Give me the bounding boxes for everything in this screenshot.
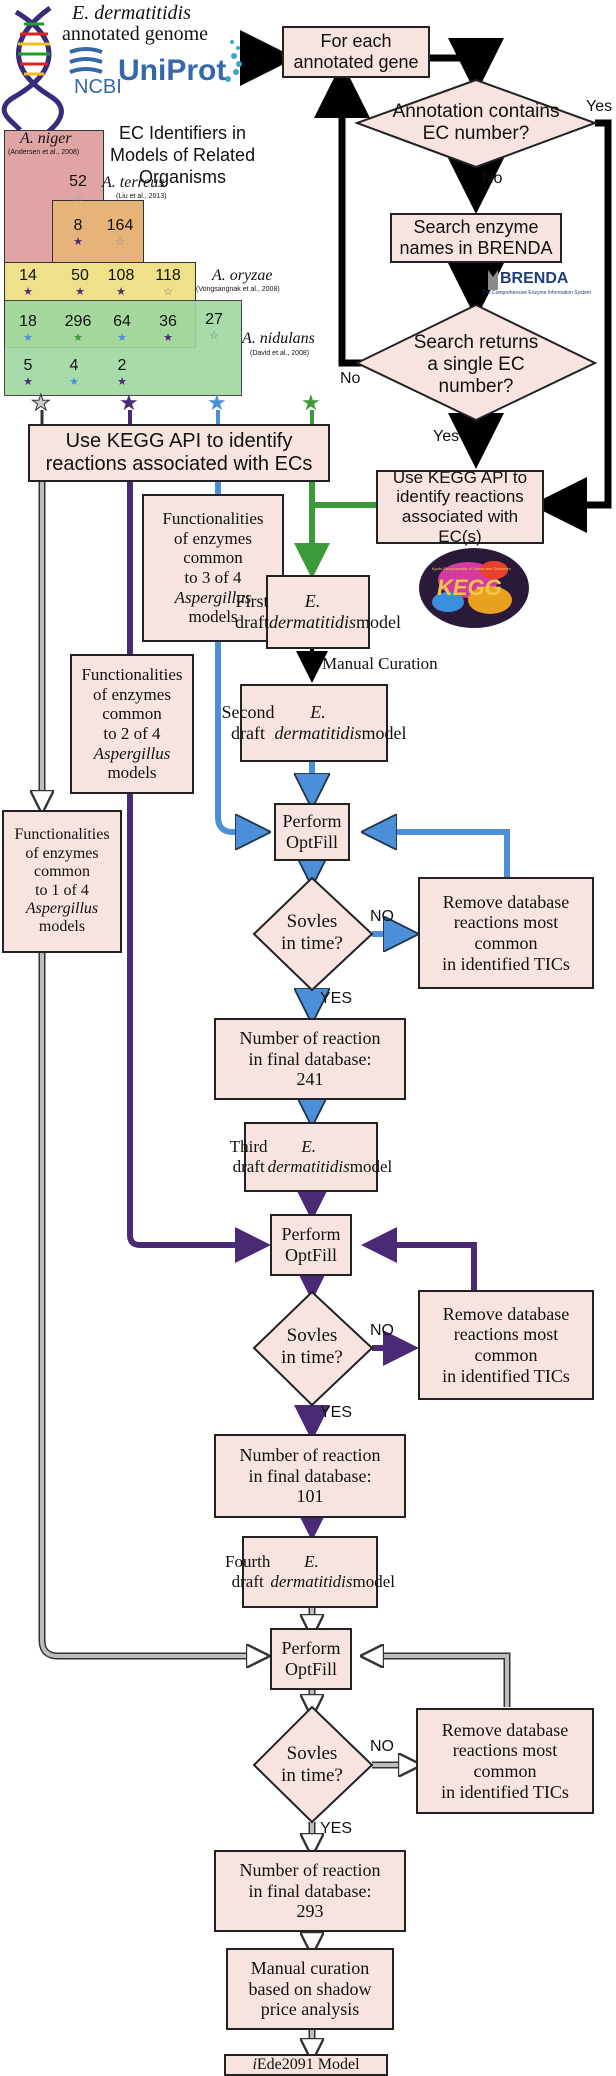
cite-terreus: (Liu et al., 2013) [116, 193, 167, 200]
perform-optfill-1: Perform OptFill [274, 803, 350, 861]
remove-reactions-box-1: Remove database reactions most common in… [418, 877, 594, 989]
yes-label: YES [320, 990, 353, 1007]
species-nidulans: A. nidulans [242, 330, 315, 347]
perform-optfill-2: Perform OptFill [270, 1214, 352, 1276]
brenda-logo: BRENDA [500, 270, 569, 287]
final-database-293-box: Number of reaction in final database: 29… [214, 1850, 406, 1932]
annotation-ec-decision: Annotation contains EC number? [392, 101, 560, 144]
shadow-price-curation-box: Manual curation based on shadow price an… [226, 1948, 394, 2030]
remove-reactions-box-2: Remove database reactions most common in… [418, 1290, 594, 1400]
venn-cell: 108★ [107, 267, 135, 298]
venn-cell: 52☆ [69, 173, 87, 204]
yes-label: Yes [433, 428, 460, 445]
species-oryzae: A. oryzae [212, 267, 273, 284]
kegg-left-box: Use KEGG API to identify reactions assoc… [28, 424, 330, 482]
functionalities-2of4-text: Functionalities of enzymes common to 2 o… [81, 665, 183, 783]
brenda-caption: The Comprehensive Enzyme Information Sys… [482, 290, 591, 296]
fourth-draft-box: Fourth draft E. dermatitidis model [225, 1536, 395, 1608]
venn-cell: 14★ [19, 267, 37, 298]
first-draft-box: First draft E. dermatitidis model [235, 575, 401, 649]
no-label: NO [370, 908, 394, 925]
second-draft-box: Second draft E. dermatitidis model [222, 684, 407, 762]
final-database-101-box: Number of reaction in final database: 10… [214, 1434, 406, 1518]
venn-cell: 164☆ [106, 217, 134, 248]
yes-label: YES [320, 1820, 353, 1837]
venn-cell: 18★ [19, 313, 37, 344]
functionalities-1of4-text: Functionalities of enzymes common to 1 o… [14, 826, 110, 936]
uniprot-logo: UniProt [118, 54, 227, 87]
venn-cell: 8★ [73, 217, 83, 248]
search-brenda-box: Search enzyme names in BRENDA [390, 213, 562, 263]
venn-cell: 36★ [159, 313, 177, 344]
functionalities-3of4-text: Functionalities of enzymes common to 3 o… [162, 509, 264, 627]
third-draft-box: Third draft E. dermatitidis model [230, 1122, 392, 1192]
venn-cell: 27☆ [205, 311, 223, 342]
cite-niger: (Andersen et al., 2008) [8, 149, 80, 156]
green-star-icon: ★ [301, 390, 321, 415]
functionalities-2of4-box: Functionalities of enzymes common to 2 o… [70, 654, 194, 794]
final-database-241-box: Number of reaction in final database: 24… [214, 1018, 406, 1100]
venn-cell: 50★ [71, 267, 89, 298]
cite-oryzae: (Vongsangnak et al., 2008) [196, 286, 280, 293]
functionalities-1of4-box: Functionalities of enzymes common to 1 o… [2, 810, 122, 953]
yes-label: Yes [586, 98, 613, 115]
no-label: NO [370, 1322, 394, 1339]
cite-nidulans: (David et al., 2008) [250, 350, 310, 357]
kegg-logo-icon [419, 548, 529, 628]
purple-star-icon: ★ [119, 390, 139, 415]
kegg-logo-text: KEGG [437, 575, 502, 600]
species-terreus: A. terreus [102, 174, 165, 191]
venn-cell: 4★ [69, 357, 79, 388]
gray-star-icon: ★ [31, 390, 52, 415]
no-label: No [482, 170, 503, 187]
solves-decision-2: Sovles in time? [281, 1325, 343, 1368]
ec-heading: EC Identifiers in Models of Related Orga… [110, 123, 256, 187]
genome-title-line1: E. dermatitidis [72, 2, 191, 24]
no-label: No [340, 370, 361, 387]
search-single-ec-decision: Search returns a single EC number? [413, 332, 539, 397]
venn-cell: 2★ [117, 357, 127, 388]
perform-optfill-3: Perform OptFill [270, 1628, 352, 1690]
species-niger: A. niger [20, 130, 72, 147]
dna-helix-icon [1, 5, 64, 134]
remove-reactions-box-3: Remove database reactions most common in… [416, 1708, 594, 1814]
venn-cell: 118☆ [155, 267, 181, 298]
venn-cell: 64★ [113, 313, 131, 344]
venn-cell: 5★ [23, 357, 33, 388]
functionalities-3of4-box: Functionalities of enzymes common to 3 o… [142, 494, 284, 642]
kegg-caption: Kyoto Encyclopedia of Genes and Genomes [432, 566, 511, 571]
for-each-gene-box: For each annotated gene [282, 26, 430, 78]
yes-label: YES [320, 1404, 353, 1421]
solves-decision-1: Sovles in time? [281, 911, 343, 954]
blue-star-icon: ★ [207, 390, 227, 415]
genome-title-line2: annotated genome [62, 23, 209, 45]
kegg-right-box: Use KEGG API to identify reactions assoc… [376, 468, 544, 546]
nidulans-region [4, 300, 242, 396]
no-label: NO [370, 1738, 394, 1755]
ncbi-logo: NCBI [74, 76, 122, 98]
solves-decision-3: Sovles in time? [281, 1743, 343, 1786]
manual-curation-label: Manual Curation [322, 654, 438, 673]
venn-cell: 296★ [64, 313, 92, 344]
